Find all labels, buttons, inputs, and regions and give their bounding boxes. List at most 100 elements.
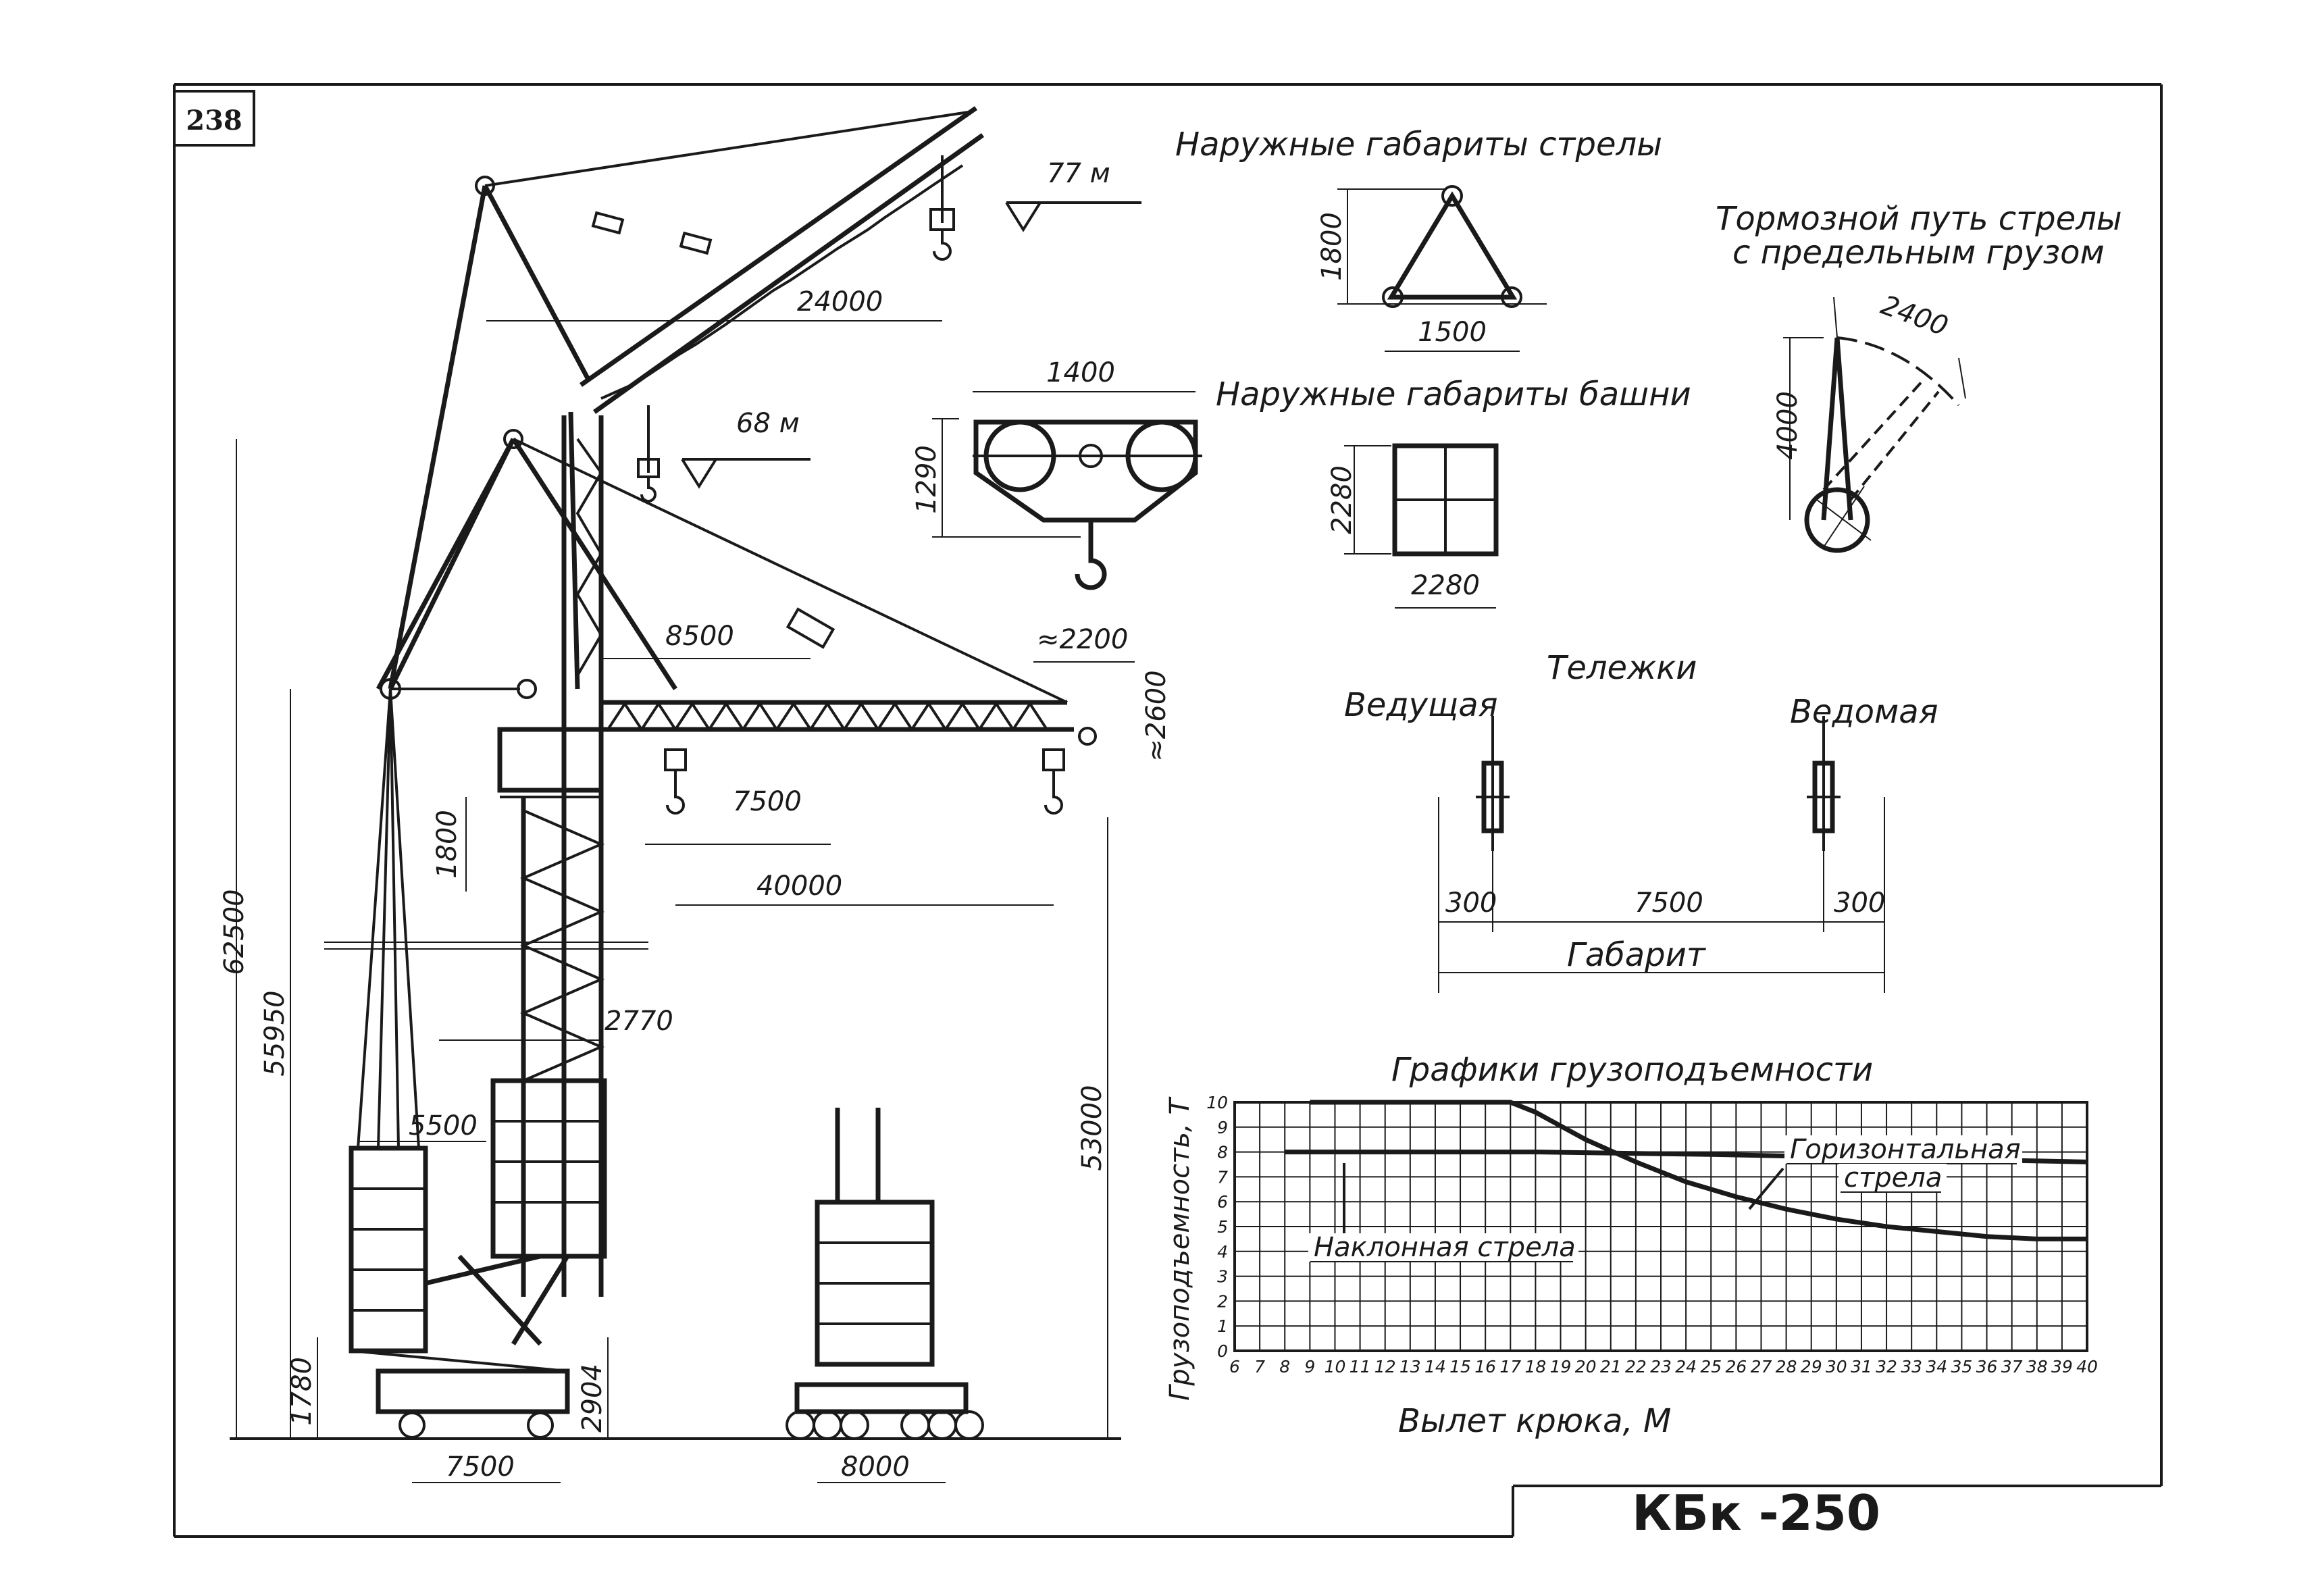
chart-x-tick-label: 36 bbox=[1976, 1357, 1998, 1376]
chart-x-tick-label: 11 bbox=[1349, 1357, 1371, 1376]
mid-hook-height: 68 м bbox=[736, 408, 800, 439]
crane-elevation bbox=[230, 106, 1141, 1483]
chart-x-tick-label: 12 bbox=[1374, 1357, 1396, 1376]
hook-block-detail bbox=[932, 391, 1202, 590]
chart-x-tick-label: 9 bbox=[1304, 1357, 1315, 1376]
brake-path-detail bbox=[1783, 297, 1966, 553]
dim-40000: 40000 bbox=[756, 871, 842, 902]
chart-x-tick-label: 27 bbox=[1751, 1357, 1772, 1376]
chart-y-tick-label: 2 bbox=[1217, 1291, 1228, 1311]
bogie-left-offset: 300 bbox=[1445, 887, 1497, 919]
chart-x-tick-label: 10 bbox=[1325, 1357, 1346, 1376]
tower-section-title: Наружные габариты башни bbox=[1216, 376, 1691, 413]
hook-block-height: 1290 bbox=[911, 445, 942, 514]
chart-x-tick-label: 24 bbox=[1675, 1357, 1697, 1376]
tower-section-height: 2280 bbox=[1327, 465, 1358, 534]
chart-x-tick-label: 35 bbox=[1951, 1357, 1973, 1376]
chart-y-tick-label: 6 bbox=[1217, 1192, 1228, 1212]
bogie-right-offset: 300 bbox=[1834, 887, 1885, 919]
chart-annotation-bg bbox=[1308, 1233, 1578, 1262]
bogies-title: Тележки bbox=[1547, 649, 1697, 687]
chart-x-tick-label: 39 bbox=[2051, 1357, 2073, 1376]
boom-section-height: 1800 bbox=[1316, 212, 1347, 281]
chart-x-tick-label: 16 bbox=[1474, 1357, 1496, 1376]
bogie-driven-label: Ведомая bbox=[1790, 693, 1938, 731]
load-capacity-chart: Графики грузоподъемности Вылет крюка, М … bbox=[1164, 1051, 2098, 1440]
bogie-driving-label: Ведущая bbox=[1344, 686, 1498, 724]
dim-1780: 1780 bbox=[286, 1357, 317, 1426]
dim-7500-boom: 7500 bbox=[733, 786, 802, 817]
bogie-overall: Габарит bbox=[1567, 936, 1707, 974]
brake-path-arc: 2400 bbox=[1877, 290, 1952, 342]
chart-y-tick-label: 9 bbox=[1217, 1118, 1228, 1137]
chart-x-tick-label: 32 bbox=[1876, 1357, 1897, 1376]
dim-2200: ≈2200 bbox=[1037, 624, 1128, 655]
sheet-frame: 238 КБк -250 bbox=[173, 83, 2163, 1541]
boom-section-width: 1500 bbox=[1418, 317, 1487, 348]
chart-x-tick-label: 28 bbox=[1776, 1357, 1797, 1376]
dim-1800: 1800 bbox=[432, 810, 463, 879]
dim-55950: 55950 bbox=[259, 990, 290, 1076]
chart-x-tick-label: 14 bbox=[1424, 1357, 1446, 1376]
dim-24000: 24000 bbox=[797, 286, 883, 317]
chart-x-tick-label: 37 bbox=[2001, 1357, 2023, 1376]
dim-2904: 2904 bbox=[577, 1364, 608, 1433]
dim-8500: 8500 bbox=[665, 621, 734, 652]
chart-series-line-1 bbox=[1310, 1100, 2087, 1241]
chart-annotation-label: Наклонная стрела bbox=[1314, 1232, 1576, 1263]
chart-y-tick-label: 5 bbox=[1217, 1217, 1228, 1237]
chart-x-tick-label: 25 bbox=[1700, 1357, 1722, 1376]
chart-x-tick-label: 26 bbox=[1725, 1357, 1747, 1376]
chart-x-tick-label: 8 bbox=[1279, 1357, 1290, 1376]
brake-path-title-line1: Тормозной путь стрелы bbox=[1716, 200, 2122, 238]
dim-62500: 62500 bbox=[219, 889, 250, 975]
chart-x-tick-label: 23 bbox=[1650, 1357, 1672, 1376]
chart-x-tick-label: 15 bbox=[1449, 1357, 1471, 1376]
chart-x-tick-label: 19 bbox=[1550, 1357, 1572, 1376]
chart-x-tick-label: 18 bbox=[1525, 1357, 1547, 1376]
chart-y-tick-label: 4 bbox=[1217, 1242, 1228, 1262]
bogie-span: 7500 bbox=[1635, 887, 1703, 919]
chart-y-tick-label: 3 bbox=[1217, 1267, 1228, 1287]
dim-7500-base: 7500 bbox=[446, 1451, 515, 1483]
chart-x-tick-label: 17 bbox=[1499, 1357, 1521, 1376]
chart-annotation-label: Горизонтальная bbox=[1790, 1134, 2021, 1165]
chart-y-tick-label: 7 bbox=[1217, 1167, 1228, 1187]
hook-block-width: 1400 bbox=[1046, 357, 1115, 388]
chart-x-tick-label: 31 bbox=[1851, 1357, 1872, 1376]
boom-section-title: Наружные габариты стрелы bbox=[1175, 126, 1662, 163]
chart-x-tick-label: 7 bbox=[1254, 1357, 1265, 1376]
chart-x-tick-label: 38 bbox=[2026, 1357, 2048, 1376]
page-number: 238 bbox=[186, 105, 242, 136]
dim-2770: 2770 bbox=[605, 1006, 673, 1037]
chart-y-tick-label: 0 bbox=[1217, 1341, 1228, 1361]
top-hook-height: 77 м bbox=[1047, 158, 1110, 189]
chart-x-tick-label: 30 bbox=[1826, 1357, 1847, 1376]
chart-annotation-bg bbox=[1839, 1164, 1947, 1192]
title-block: КБк -250 bbox=[1632, 1485, 1880, 1541]
brake-path-title-line2: с предельным грузом bbox=[1732, 234, 2105, 272]
chart-x-tick-label: 33 bbox=[1901, 1357, 1922, 1376]
dim-5500: 5500 bbox=[409, 1110, 478, 1141]
chart-annotation-label: стрела bbox=[1844, 1162, 1942, 1193]
chart-y-tick-label: 1 bbox=[1217, 1316, 1228, 1336]
dim-2600: ≈2600 bbox=[1141, 670, 1172, 761]
chart-annotation-leader bbox=[1748, 1167, 1784, 1210]
chart-x-tick-label: 40 bbox=[2076, 1357, 2098, 1376]
chart-x-tick-label: 20 bbox=[1575, 1357, 1597, 1376]
tower-section-detail bbox=[1344, 443, 1499, 609]
dim-53000: 53000 bbox=[1077, 1085, 1108, 1170]
chart-y-tick-label: 10 bbox=[1206, 1093, 1228, 1112]
chart-x-tick-label: 21 bbox=[1600, 1357, 1622, 1376]
boom-section-detail bbox=[1337, 185, 1547, 352]
chart-annotation-bg bbox=[1784, 1135, 2022, 1164]
bogies-detail bbox=[1438, 716, 1885, 993]
chart-x-tick-label: 34 bbox=[1926, 1357, 1947, 1376]
chart-y-tick-label: 8 bbox=[1217, 1143, 1228, 1162]
chart-y-axis-label: Грузоподъемность, Т bbox=[1164, 1096, 1195, 1401]
brake-path-height: 4000 bbox=[1772, 391, 1803, 460]
dim-8000-base: 8000 bbox=[841, 1451, 910, 1483]
chart-x-tick-label: 13 bbox=[1399, 1357, 1421, 1376]
tower-section-width: 2280 bbox=[1411, 570, 1480, 601]
